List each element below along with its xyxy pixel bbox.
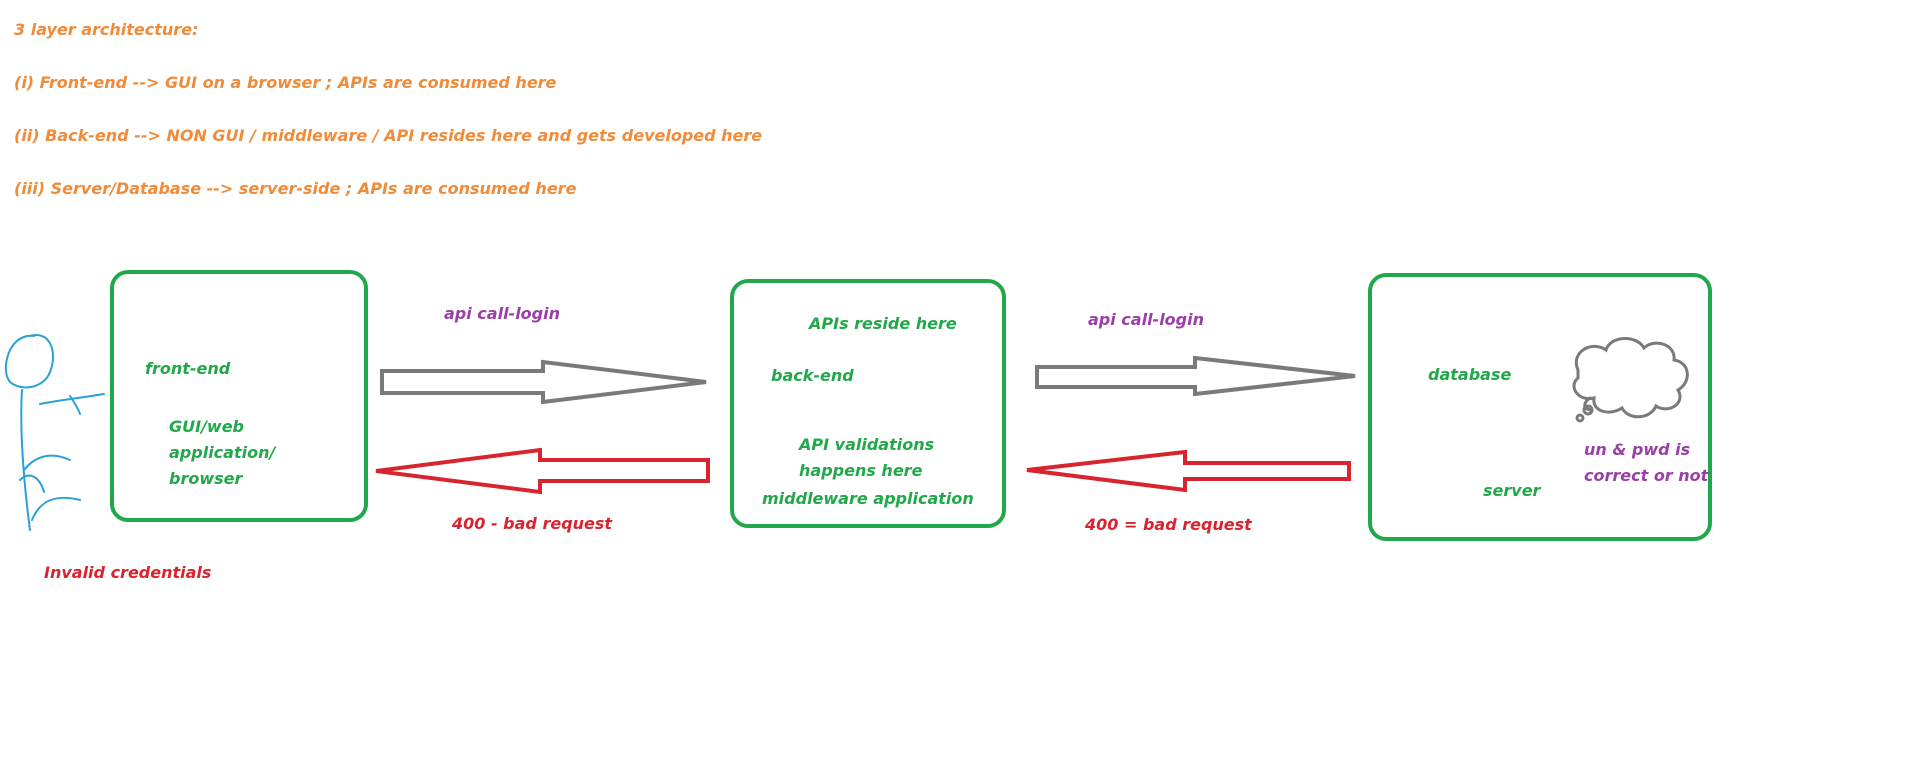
bad-request-label-1: 400 - bad request xyxy=(452,514,613,533)
database-label: database xyxy=(1428,365,1512,384)
thought-text-1: un & pwd is xyxy=(1584,440,1691,459)
frontend-box xyxy=(110,270,368,522)
response-arrow-1 xyxy=(375,447,710,495)
invalid-credentials-label: Invalid credentials xyxy=(44,563,212,582)
server-label: server xyxy=(1483,481,1541,500)
thought-cloud-icon xyxy=(1572,337,1689,423)
request-arrow-2 xyxy=(1035,355,1356,397)
thought-text-2: correct or not xyxy=(1584,466,1709,485)
bad-request-label-2: 400 = bad request xyxy=(1085,515,1252,534)
frontend-detail-1: GUI/web xyxy=(169,417,245,436)
backend-detail-2: happens here xyxy=(799,461,923,480)
frontend-detail-3: browser xyxy=(169,469,243,488)
note-server: (iii) Server/Database --> server-side ; … xyxy=(14,179,577,198)
database-box xyxy=(1368,273,1712,541)
note-frontend: (i) Front-end --> GUI on a browser ; API… xyxy=(14,73,557,92)
note-backend: (ii) Back-end --> NON GUI / middleware /… xyxy=(14,126,763,145)
frontend-detail-2: application/ xyxy=(169,443,276,462)
backend-detail-3: middleware application xyxy=(762,489,974,508)
backend-box xyxy=(730,279,1006,528)
user-stick-figure xyxy=(4,334,105,531)
backend-label: back-end xyxy=(771,366,854,385)
backend-top-label: APIs reside here xyxy=(809,314,957,333)
page-title: 3 layer architecture: xyxy=(14,20,199,39)
api-call-label-2: api call-login xyxy=(1088,310,1204,329)
backend-detail-1: API validations xyxy=(799,435,935,454)
response-arrow-2 xyxy=(1026,449,1351,493)
request-arrow-1 xyxy=(380,359,707,405)
api-call-label-1: api call-login xyxy=(444,304,560,323)
frontend-label: front-end xyxy=(145,359,231,378)
